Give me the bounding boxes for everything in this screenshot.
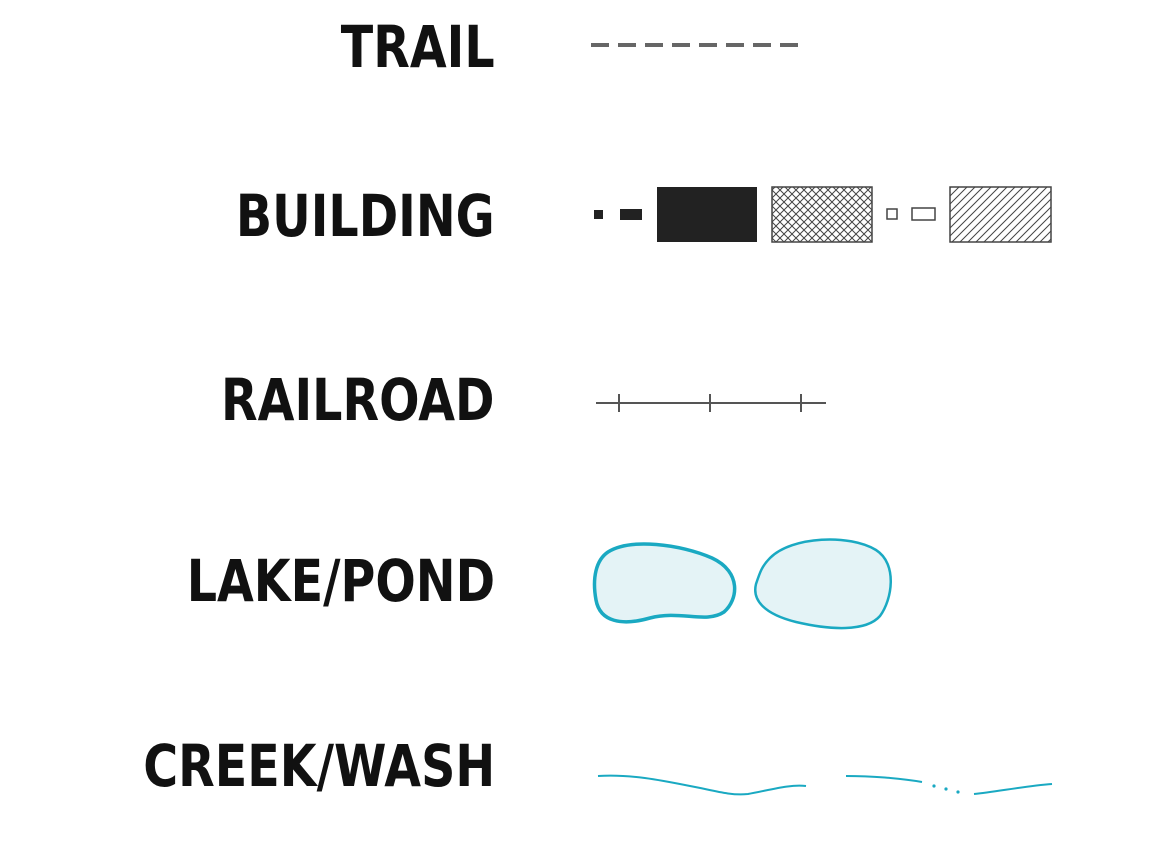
legend-row-trail: TRAIL — [0, 0, 1152, 90]
trail-symbol — [591, 43, 800, 47]
creek-dot — [956, 790, 960, 794]
building-symbols — [594, 186, 1052, 243]
legend-label-building: BUILDING — [236, 182, 495, 250]
lake-shape-thick — [592, 542, 737, 624]
creek-symbols — [597, 774, 1053, 796]
building-large-solid — [657, 187, 757, 242]
building-crosshatch — [771, 186, 873, 243]
building-small-solid — [594, 210, 603, 219]
building-small-outline — [886, 208, 898, 220]
legend-row-building: BUILDING — [0, 170, 1152, 260]
legend-row-railroad: RAILROAD — [0, 355, 1152, 445]
building-medium-solid — [620, 209, 642, 220]
creek-line-solid — [597, 774, 807, 796]
lake-shape-thin — [754, 538, 892, 630]
building-medium-outline — [911, 207, 936, 221]
legend-label-railroad: RAILROAD — [221, 366, 495, 434]
legend-label-creek: CREEK/WASH — [143, 732, 495, 800]
creek-line-end — [973, 783, 1053, 795]
legend-label-lake: LAKE/POND — [186, 547, 495, 615]
creek-line-segment — [845, 775, 923, 783]
legend-label-trail: TRAIL — [341, 13, 495, 81]
lake-symbols — [592, 538, 892, 630]
railroad-symbol — [596, 394, 826, 412]
legend-row-lake: LAKE/POND — [0, 530, 1152, 640]
creek-dot — [944, 787, 948, 791]
creek-dot — [932, 784, 936, 788]
legend-row-creek: CREEK/WASH — [0, 720, 1152, 820]
building-diagonal-hatch — [949, 186, 1052, 243]
